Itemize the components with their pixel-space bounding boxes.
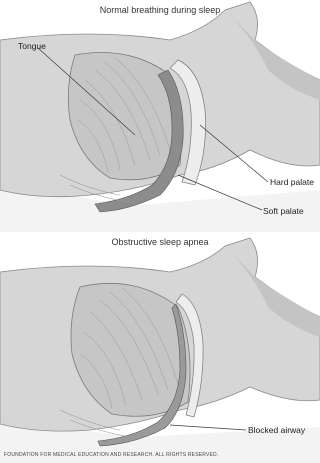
panel-title-normal: Normal breathing during sleep (0, 5, 320, 15)
copyright-footer: FOUNDATION FOR MEDICAL EDUCATION AND RES… (4, 452, 218, 458)
label-soft-palate: Soft palate (263, 206, 304, 216)
panel-title-apnea: Obstructive sleep apnea (0, 237, 320, 247)
label-tongue: Tongue (18, 41, 46, 51)
obstructive-sleep-apnea-panel: Obstructive sleep apnea Blocked airway (0, 232, 320, 463)
label-blocked-airway: Blocked airway (248, 425, 305, 435)
normal-breathing-panel: Normal breathing during sleep Tongue Har… (0, 0, 320, 232)
normal-breathing-illustration (0, 0, 320, 232)
blocked-airway-leader-line (170, 425, 246, 430)
label-hard-palate: Hard palate (270, 177, 314, 187)
